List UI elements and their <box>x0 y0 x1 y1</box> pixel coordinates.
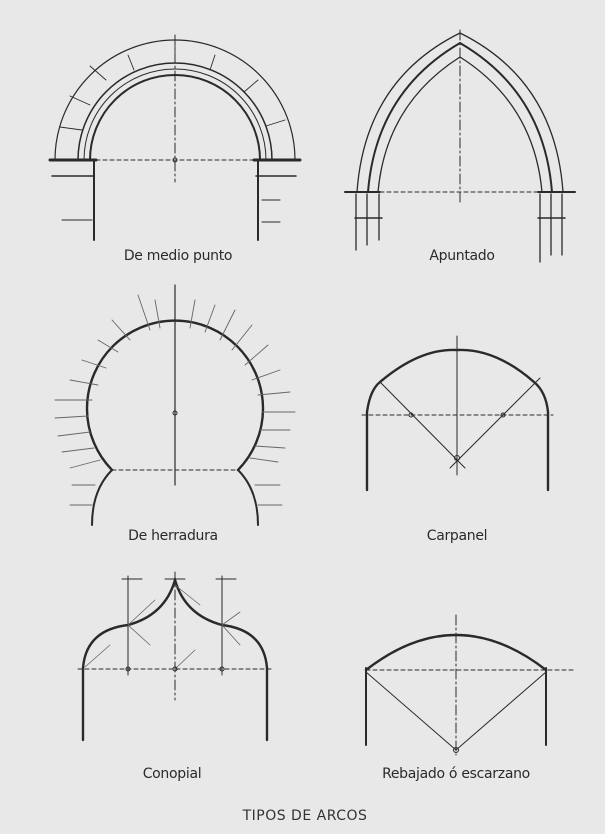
arch-herradura <box>54 284 296 526</box>
arch-apuntado <box>344 29 576 263</box>
arch-medio-punto <box>48 34 302 241</box>
label-rebajado: Rebajado ó escarzano <box>382 766 530 782</box>
label-herradura: De herradura <box>128 528 218 544</box>
label-medio-punto: De medio punto <box>123 248 233 264</box>
label-apuntado: Apuntado <box>429 248 495 264</box>
figure-title: TIPOS DE ARCOS <box>242 808 368 824</box>
arch-conopial <box>77 571 273 742</box>
arch-carpanel <box>361 335 554 492</box>
arch-rebajado <box>364 614 576 756</box>
label-conopial: Conopial <box>142 766 202 782</box>
label-carpanel: Carpanel <box>426 528 488 544</box>
